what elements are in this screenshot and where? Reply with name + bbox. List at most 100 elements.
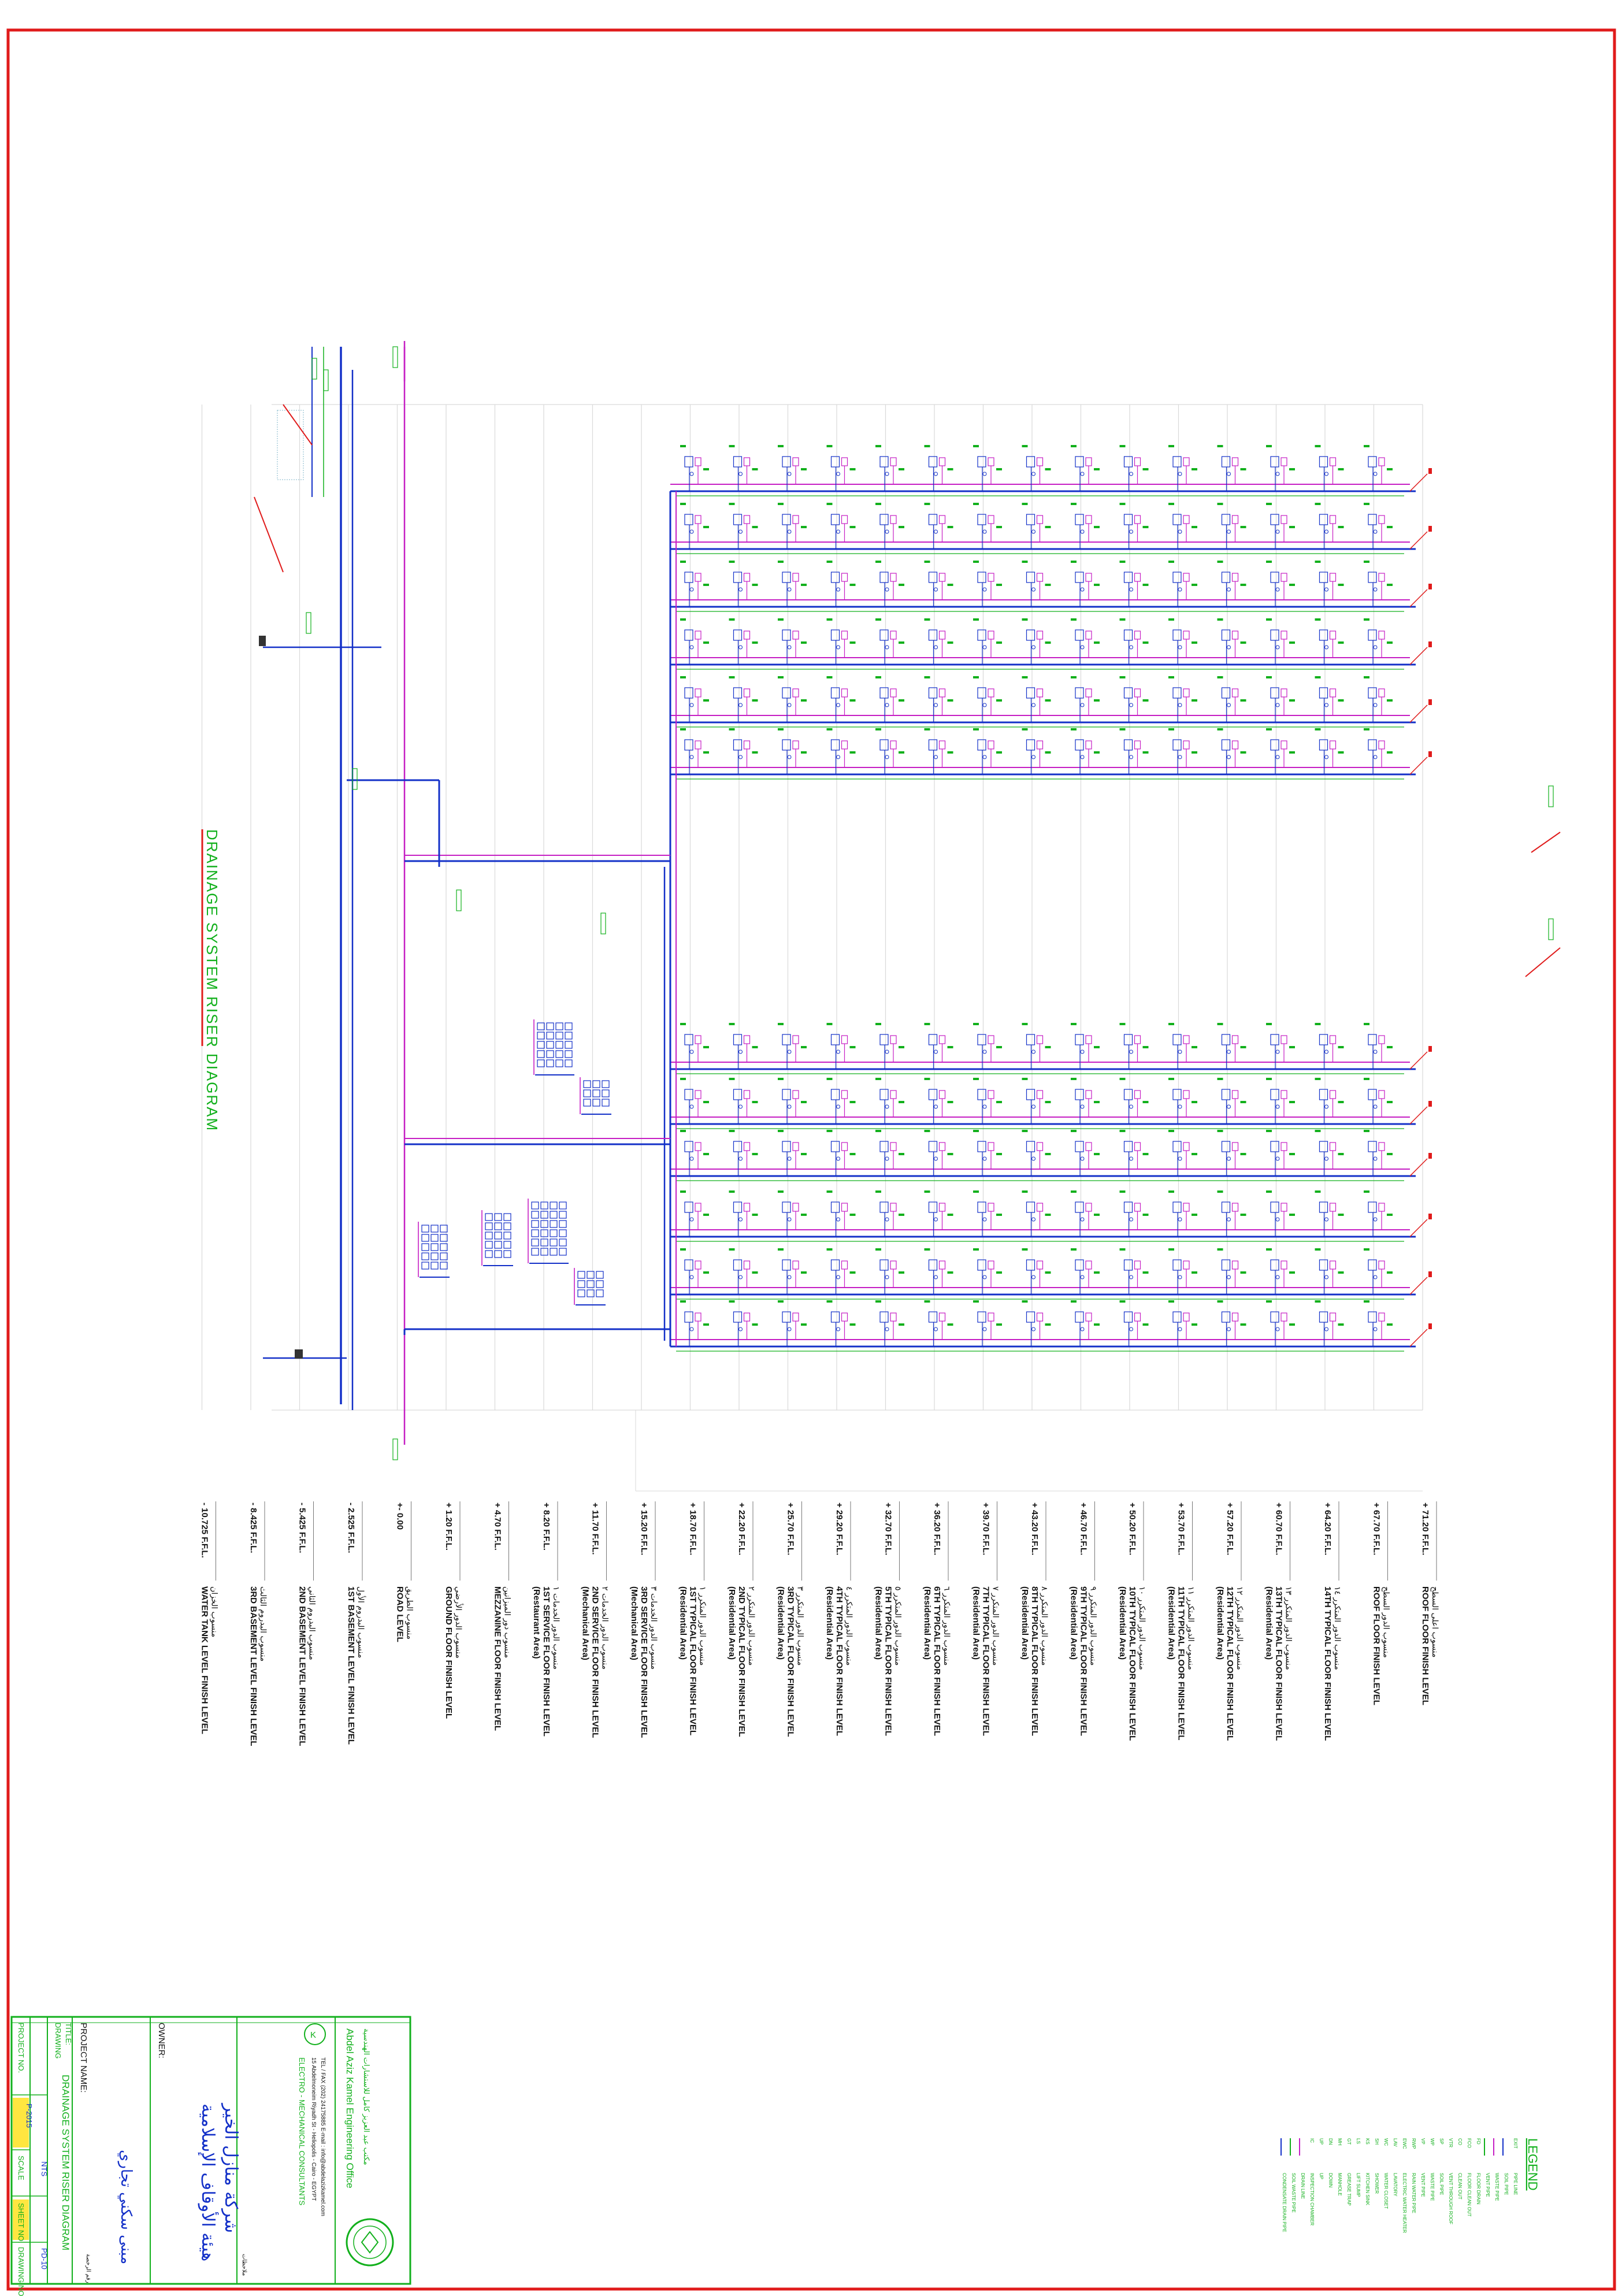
fixture-symbol [531,1211,539,1219]
wc-symbol [684,739,693,751]
floor-drain-symbol [885,587,889,592]
pipe-tag [752,584,758,586]
pipe-tag [1266,561,1272,563]
fixture-symbol [440,1243,448,1251]
level-name: ROAD LEVEL [395,1586,405,1642]
level-area: (Residential Area) [1118,1586,1127,1660]
pipe-tag [1168,1248,1174,1251]
fixture-group [1119,728,1149,774]
lavatory-symbol [743,515,751,524]
pipe-tag [1338,468,1344,470]
floor-drain-symbol [885,1049,889,1054]
level-name: ROOF FLOOR FINISH LEVEL [1420,1586,1430,1705]
pipe-tag [1045,641,1051,644]
pipe-tag [1338,1101,1344,1103]
lavatory-symbol [1085,573,1092,582]
fixture-symbol [602,1080,610,1088]
legend-desc: UP [1319,2173,1324,2179]
wc-symbol [1221,1201,1231,1213]
lavatory-symbol [890,1035,897,1044]
floor-drain-symbol [1373,1217,1378,1222]
lavatory-symbol [1036,1142,1044,1151]
lavatory-symbol [938,1142,946,1151]
lavatory-symbol [938,515,946,524]
sheet-border [6,28,1616,2291]
lavatory-symbol [695,1312,701,1322]
floor-drain-symbol [836,472,840,476]
fixture-symbol [540,1248,548,1256]
wc-symbol [1221,1089,1231,1100]
lavatory-symbol [1280,1142,1287,1151]
pipe-tag [680,1300,686,1303]
fixture-group [875,1190,904,1237]
level-area: (Residential Area) [776,1586,786,1660]
lavatory-symbol [695,688,701,698]
pipe-tag [778,1300,784,1303]
floor-drain-symbol [982,703,987,707]
pipe-tag [1192,1101,1197,1103]
pipe-tag [1071,728,1077,730]
floor-drain-symbol [934,1327,938,1331]
level-label: + 18.70 F.F.L.1ST TYPICAL FLOOR FINISH L… [678,1501,707,1735]
lavatory-symbol [1134,457,1141,466]
floor-drain-symbol [689,645,694,650]
floor-drain-symbol [982,1327,987,1331]
lavatory-symbol [988,1260,994,1270]
pipe-tag [826,676,833,678]
lavatory-symbol [1280,1260,1287,1270]
fixture-group [778,1190,807,1237]
level-label: - 8.425 F.F.L.3RD BASEMENT LEVEL FINISH … [248,1501,268,1746]
wc-symbol [782,456,791,468]
fixture-group [1071,1078,1100,1124]
pipe-tag [1217,1248,1223,1251]
floor-drain-symbol [1373,1104,1378,1109]
scale-label: SCALE [17,2156,25,2180]
fixture-group [826,1130,856,1176]
lavatory-symbol [1329,457,1337,466]
fixture-group [1071,445,1100,491]
fixture-group [1022,1078,1051,1124]
pipe-tag [1364,618,1369,621]
floor-drain-symbol [1178,1275,1182,1279]
pipe-tag [1364,561,1369,563]
fixture-group [924,445,953,491]
fixture-group [1071,1023,1100,1069]
callout-leader [1525,947,1561,977]
level-marker [1428,468,1432,474]
wc-symbol [1319,1089,1328,1100]
pipe-tag [1315,561,1321,563]
floor-drain-symbol [836,755,840,759]
fixture-symbol [596,1289,604,1297]
lavatory-symbol [1378,1142,1385,1151]
callout-leader [1409,1051,1428,1070]
wc-symbol [1270,572,1279,583]
level-name: 2ND SERVICE FLOOR FINISH LEVEL [591,1586,600,1738]
pipe-tag [1022,1300,1028,1303]
pipe-tag [703,1214,709,1216]
pipe-tag [849,641,856,644]
legend-code: IC [1309,2138,1315,2143]
fixture-symbol [555,1022,563,1030]
pipe-tag [1240,751,1246,754]
floor-drain-symbol [1227,1217,1231,1222]
lavatory-symbol [890,1090,897,1099]
floor-drain-symbol [885,1156,889,1161]
wc-symbol [1075,456,1084,468]
floor-drain-symbol [1080,529,1085,534]
lavatory-symbol [1329,1312,1337,1322]
level-elevation: - 10.725 F.F.L. [200,1503,210,1558]
lavatory-symbol [743,1035,751,1044]
fixture-symbol [430,1262,439,1270]
wc-symbol [977,1311,986,1323]
fixture-group [1364,503,1393,549]
owner-arabic-2: شركة منازل الخير [221,2102,241,2233]
pipe-tag [1192,468,1197,470]
pipe-tag [996,699,1002,702]
fixture-group [680,1023,709,1069]
pipe-tag [1315,728,1321,730]
pipe-tag [1142,584,1149,586]
lavatory-symbol [1183,630,1190,640]
floor-drain-symbol [1324,1104,1328,1109]
